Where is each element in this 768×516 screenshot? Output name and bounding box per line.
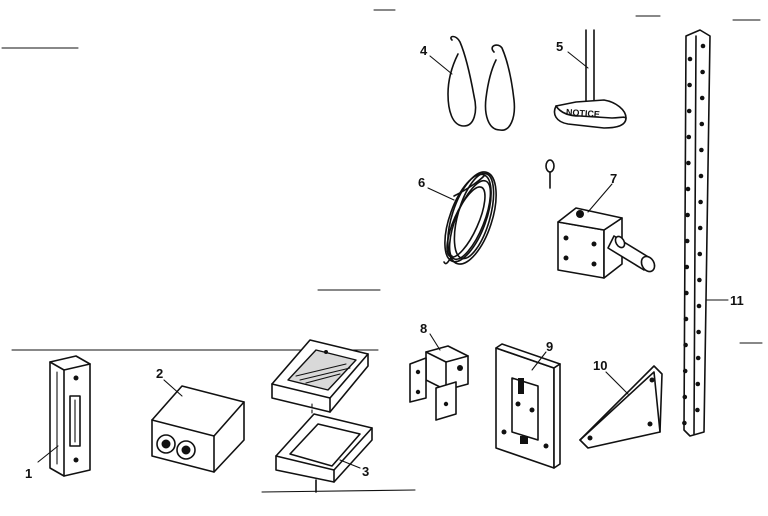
strap-hole [685,212,690,218]
strap-hole [686,134,692,140]
callout-label-5: 5 [556,39,563,54]
callout-label-4: 4 [420,43,428,58]
strap-hole [699,95,705,101]
callout-label-6: 6 [418,175,425,190]
callout-9: 9 [531,339,553,371]
callout-11: 11 [705,293,744,308]
callout-label-10: 10 [593,358,607,373]
strap-hole [687,56,693,62]
strap-hole [684,238,690,244]
callout-4: 4 [420,43,453,75]
part-10-triangle-bracket [579,365,663,449]
callout-label-11: 11 [730,293,744,308]
callout-2: 2 [156,366,183,397]
strap-hole [696,303,702,309]
strap-hole [699,121,705,127]
strap-hole [684,290,689,296]
callout-7: 7 [587,171,617,213]
callout-label-9: 9 [546,339,553,354]
strap-hole [697,225,703,231]
callout-1: 1 [25,445,59,481]
part-6-wire-coil [443,171,497,265]
strap-hole [699,147,704,153]
callout-label-2: 2 [156,366,163,381]
callout-label-3: 3 [362,464,369,479]
part-11-perforated-strap [682,29,711,437]
part-3-transmitter [271,339,373,483]
part-4-clips [447,35,516,131]
callout-6: 6 [418,175,455,201]
strap-hole [683,316,689,322]
strap-hole [698,199,703,205]
strap-hole [683,342,688,348]
strap-hole [697,251,703,257]
strap-hole [698,173,704,179]
callout-5: 5 [556,39,589,69]
strap-hole [686,160,691,166]
strap-hole [682,368,688,374]
strap-hole [695,407,700,413]
strap-hole [682,420,687,426]
part-1-wall-control-switch [49,355,91,477]
callout-label-1: 1 [25,466,32,481]
strap-hole [684,264,690,270]
strap-hole [700,69,705,75]
callout-label-7: 7 [610,171,617,186]
callout-8: 8 [420,321,441,351]
part-9-plate-bracket [495,343,561,469]
strap-hole [687,82,692,88]
tag-text: NOTICE [566,107,601,119]
strap-hole [696,329,701,335]
strap-hole [685,186,691,192]
part-8-small-bracket [409,345,469,421]
callout-label-8: 8 [420,321,427,336]
part-2-battery [151,385,245,473]
strap-hole [695,381,701,387]
callout-3: 3 [315,459,369,493]
strap-hole [695,355,701,361]
part-7-bracket-with-pin [545,159,656,279]
callout-10: 10 [593,358,629,395]
strap-hole [697,277,702,283]
strap-hole [686,108,692,114]
strap-hole [700,43,706,49]
part-5-notice-tag: NOTICE [553,29,627,129]
strap-hole [682,394,688,400]
